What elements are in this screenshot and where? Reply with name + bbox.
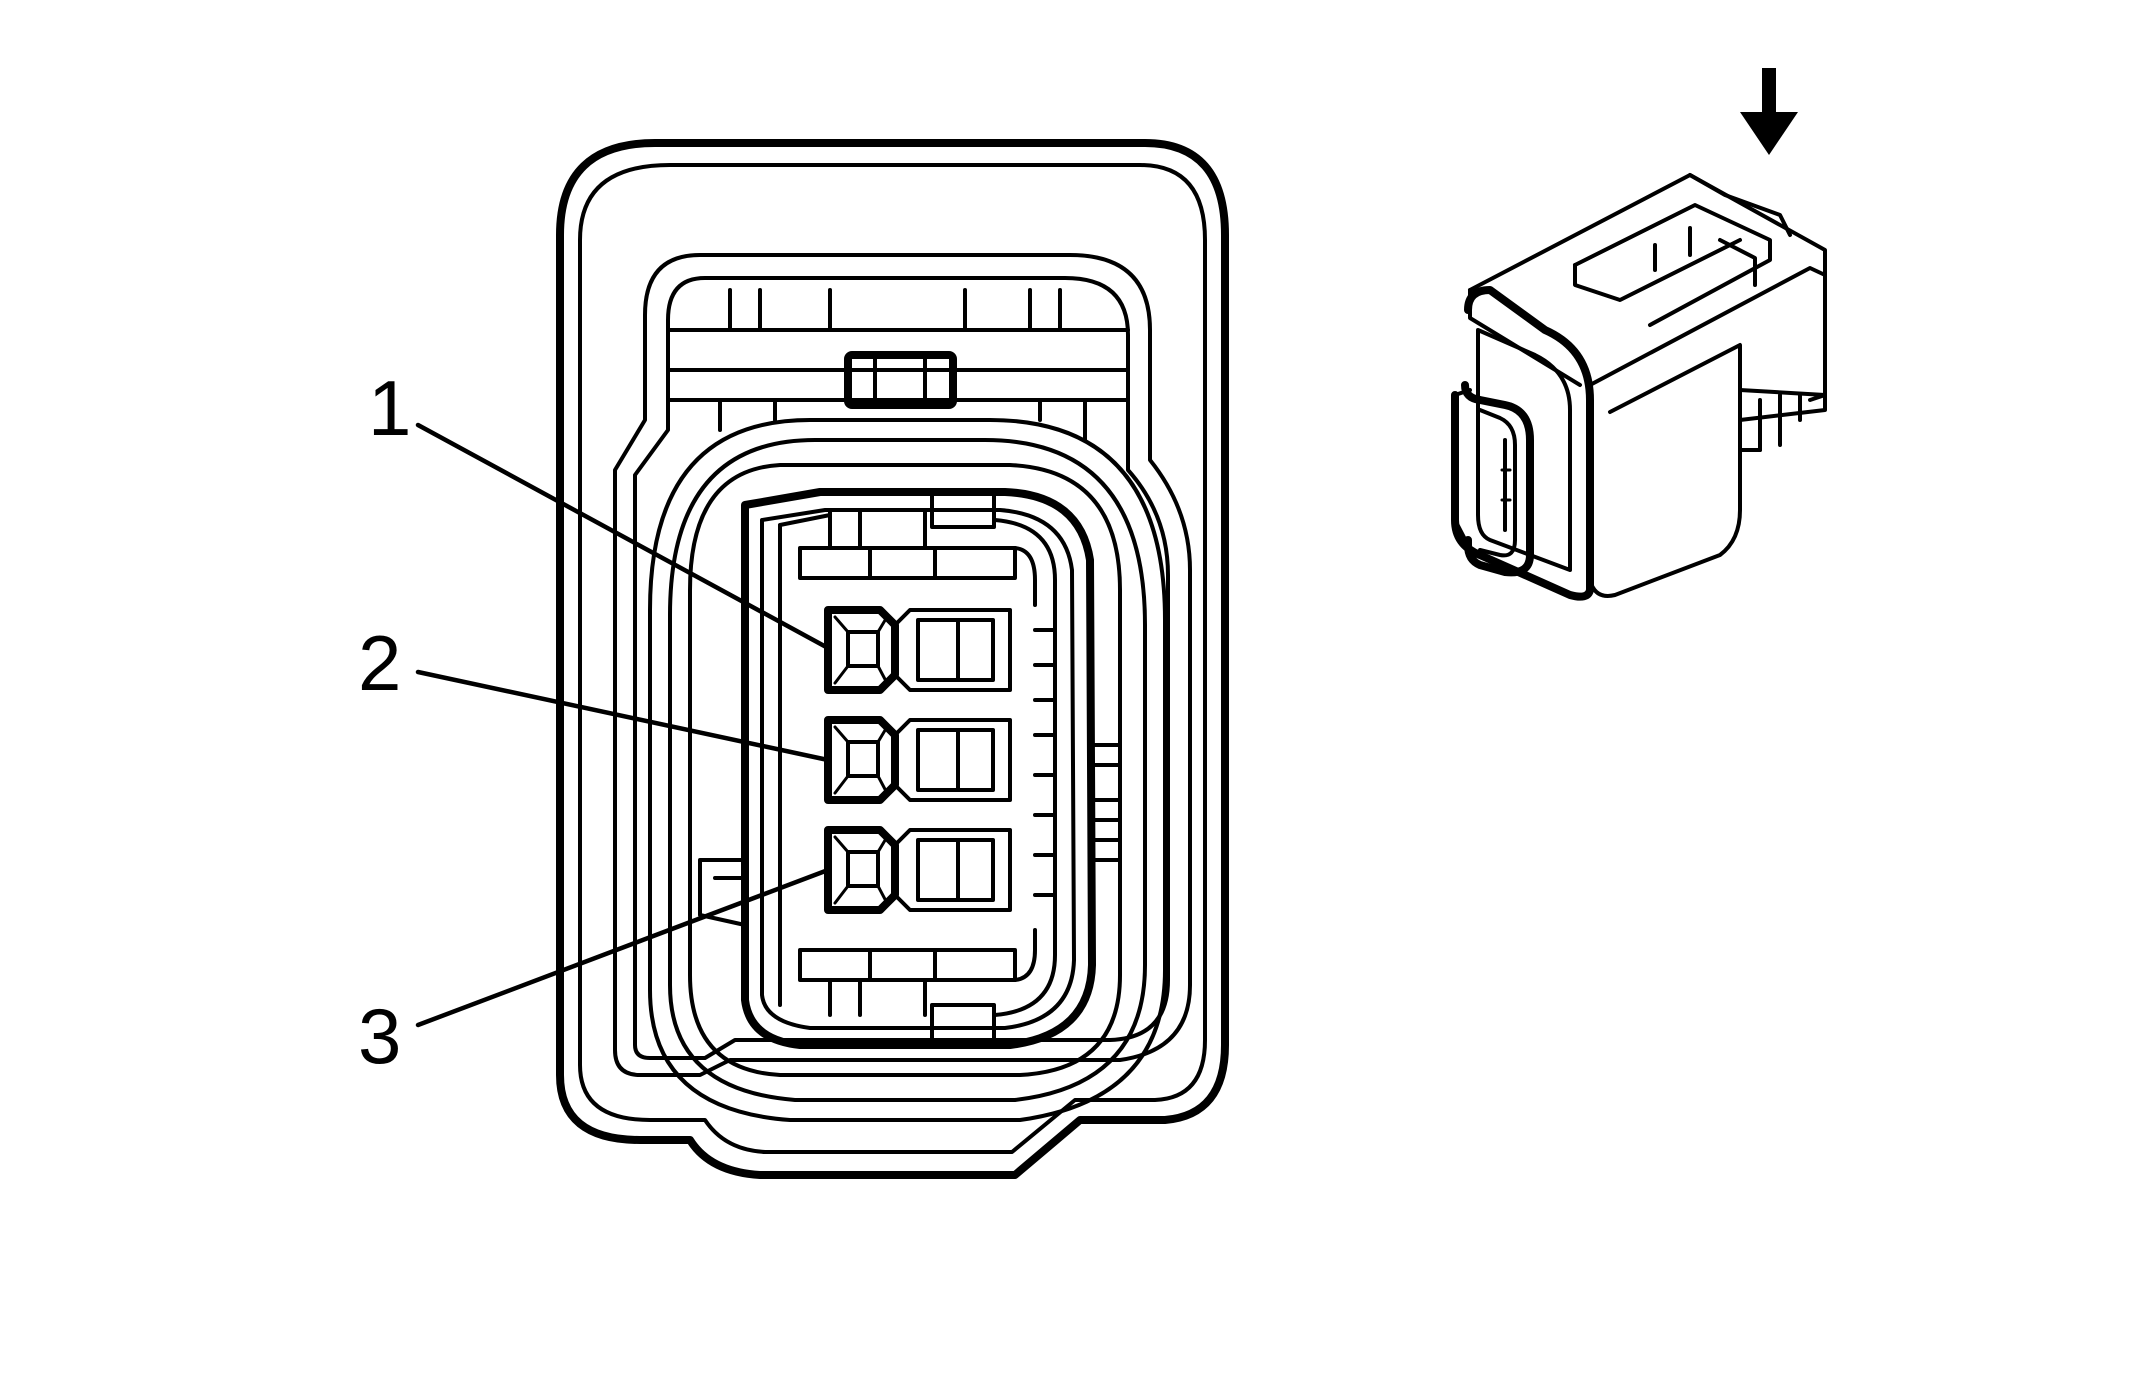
seal-ring-mid bbox=[668, 438, 1147, 1102]
housing-inner-rim bbox=[578, 163, 1207, 1154]
side-ribs bbox=[1033, 628, 1122, 897]
leader-line-1 bbox=[415, 422, 831, 651]
connector-front-view bbox=[556, 139, 1229, 1179]
callout-2: 2 bbox=[358, 619, 831, 763]
top-latch-grid bbox=[666, 288, 1130, 442]
cavity-channel bbox=[778, 513, 832, 1007]
seal-ring-inner bbox=[688, 463, 1122, 1077]
seal-ring-outer bbox=[648, 418, 1167, 1122]
terminal-cavity-1 bbox=[824, 606, 1012, 694]
callout-label-2: 2 bbox=[358, 619, 401, 707]
cavity-body-outer bbox=[741, 488, 1096, 1049]
callout-label-3: 3 bbox=[358, 992, 401, 1080]
lock-tab bbox=[844, 351, 957, 409]
terminal-cavity-2 bbox=[824, 716, 1012, 804]
cavity-comb-bottom bbox=[798, 928, 1037, 1042]
lower-left-step bbox=[698, 858, 747, 927]
terminal-cavity-3 bbox=[824, 826, 1012, 914]
leader-line-2 bbox=[415, 669, 831, 763]
callout-3: 3 bbox=[358, 867, 831, 1080]
housing-outer bbox=[556, 139, 1229, 1179]
leader-line-3 bbox=[415, 867, 831, 1028]
callout-label-1: 1 bbox=[368, 364, 411, 452]
connector-iso-view bbox=[1451, 173, 1827, 601]
cavity-rail bbox=[993, 518, 1057, 1017]
cavity-comb-top bbox=[798, 490, 1037, 607]
callout-1: 1 bbox=[368, 364, 831, 651]
arrow-down-icon bbox=[1740, 68, 1798, 155]
cavity-body-inner bbox=[760, 508, 1076, 1030]
